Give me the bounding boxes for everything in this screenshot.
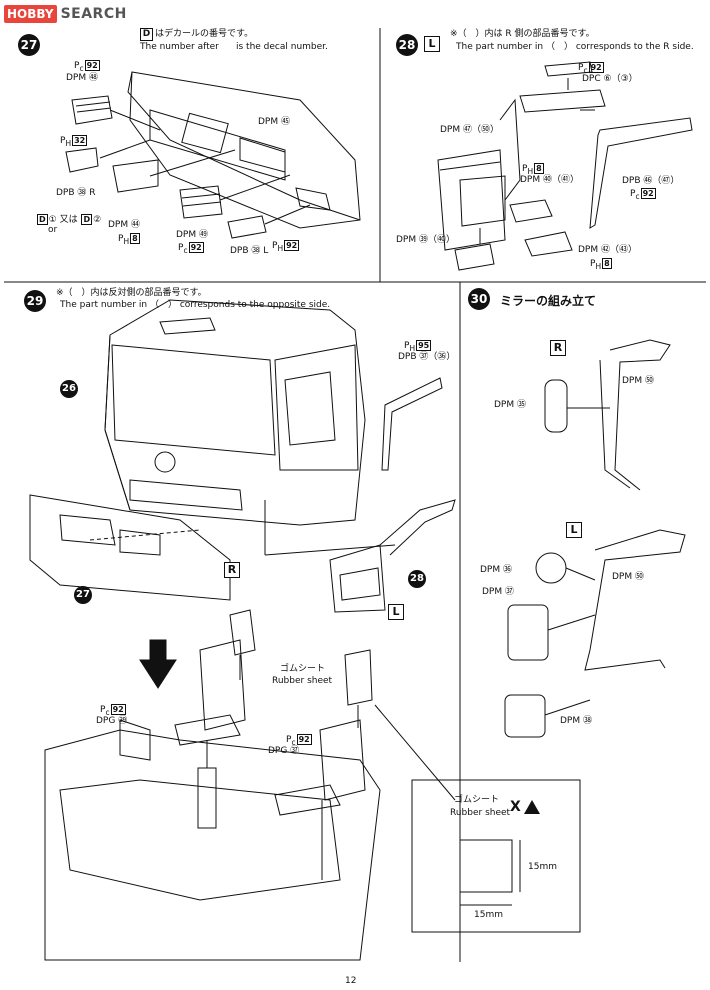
page-number: 12 [345, 976, 357, 986]
label-or: or [48, 225, 58, 235]
pc92-29a-box: 92 [110, 704, 126, 715]
step29-note-jp: ※（ ）内は反対側の部品番号です。 [56, 288, 207, 298]
side-box-r: R [224, 562, 240, 578]
label-dpm54: DPM ㊴（㊵） [396, 235, 455, 245]
step-30-number: 30 [468, 288, 490, 310]
side-box-l: L [424, 36, 440, 52]
step29-note-en: The part number in （ ） corresponds to th… [60, 300, 331, 310]
rubber-en: Rubber sheet [272, 676, 333, 686]
cut-mark: X [510, 799, 521, 815]
inset-title-en: Rubber sheet [450, 808, 511, 818]
label-dpm45: DPM ㊺ [258, 117, 290, 127]
label-dpm44: DPM ㊹ [108, 220, 140, 230]
side-box-l-29: L [388, 604, 404, 620]
label-dpb38r: DPB ㊳ R [56, 188, 96, 198]
hobby-search-watermark: HOBBY SEARCH [4, 4, 127, 24]
ref-27: 27 [74, 586, 92, 604]
pc-box: 92 [84, 60, 100, 71]
inset-width: 15mm [474, 910, 503, 920]
watermark-badge: HOBBY [4, 5, 57, 23]
label-dpm38: DPM ㊳ [560, 716, 592, 726]
label-dpm40: DPM ㊵（㊶） [520, 175, 579, 185]
decal-two: ② [93, 215, 102, 225]
label-dpc6: DPC ⑥（③） [582, 74, 638, 84]
label-dpg37: DPG ㊲ [268, 746, 300, 756]
inset-height: 15mm [528, 862, 557, 872]
ph8-28b-box: 8 [602, 258, 612, 269]
step28-note-en: The part number in （ ） corresponds to th… [456, 42, 694, 52]
ph-box: 32 [72, 135, 88, 146]
step-28-number: 28 [396, 34, 418, 56]
label-dpm35: DPM ㉟ [494, 400, 526, 410]
pc92-28-box: 92 [588, 62, 604, 73]
step-27-number: 27 [18, 34, 40, 56]
label-dpm49: DPM ㊾ [176, 230, 208, 240]
pc92b-box: 92 [188, 242, 204, 253]
label-dpb38l: DPB ㊳ L [230, 246, 269, 256]
inset-title-jp: ゴムシート [454, 795, 500, 805]
step27-note-jp: はデカールの番号です。 [155, 29, 254, 39]
label-dpm52: DPM ㊼（㊿） [440, 125, 499, 135]
decal-or-jp: ① 又は [48, 215, 78, 225]
ref-28: 28 [408, 570, 426, 588]
step30-title: ミラーの組み立て [500, 294, 597, 308]
label-dpm50: DPM ㊿ [622, 376, 654, 386]
pc92-28b-box: 92 [640, 188, 656, 199]
decal-d-box-2: D [81, 214, 93, 225]
watermark-word: SEARCH [60, 6, 127, 22]
ph92-box: 92 [284, 240, 300, 251]
label-dpg39: DPG ㊴ [96, 716, 128, 726]
ph8-28a-box: 8 [534, 163, 544, 174]
ref-26: 26 [60, 380, 78, 398]
rubber-jp: ゴムシート [280, 664, 326, 674]
label-dpb37: DPB ㊲（㊱） [398, 352, 456, 362]
label-dpb46: DPB ㊻（㊼） [622, 176, 680, 186]
label-dpm51: DPM ㊿ [612, 572, 644, 582]
mirror-box-r: R [550, 340, 566, 356]
decal-d-box: D [37, 214, 48, 225]
label-dpm48: DPM ㊽ [66, 73, 98, 83]
ph95-box: 95 [416, 340, 432, 351]
pc92-29b-box: 92 [296, 734, 312, 745]
label-dpm37: DPM ㊲ [482, 587, 514, 597]
step-29-number: 29 [24, 290, 46, 312]
label-dpm36: DPM ㊱ [480, 565, 512, 575]
mirror-box-l: L [566, 522, 582, 538]
step27-note-en-post: is the decal number. [236, 42, 328, 52]
label-dpm42: DPM ㊷（㊸） [578, 245, 637, 255]
warning-triangle-icon [524, 800, 540, 814]
step28-note-jp: ※（ ）内は R 側の部品番号です。 [450, 29, 595, 39]
decal-box-d: D [140, 28, 153, 41]
step27-note-en-pre: The number after [140, 42, 219, 52]
ph8-box: 8 [130, 233, 140, 244]
